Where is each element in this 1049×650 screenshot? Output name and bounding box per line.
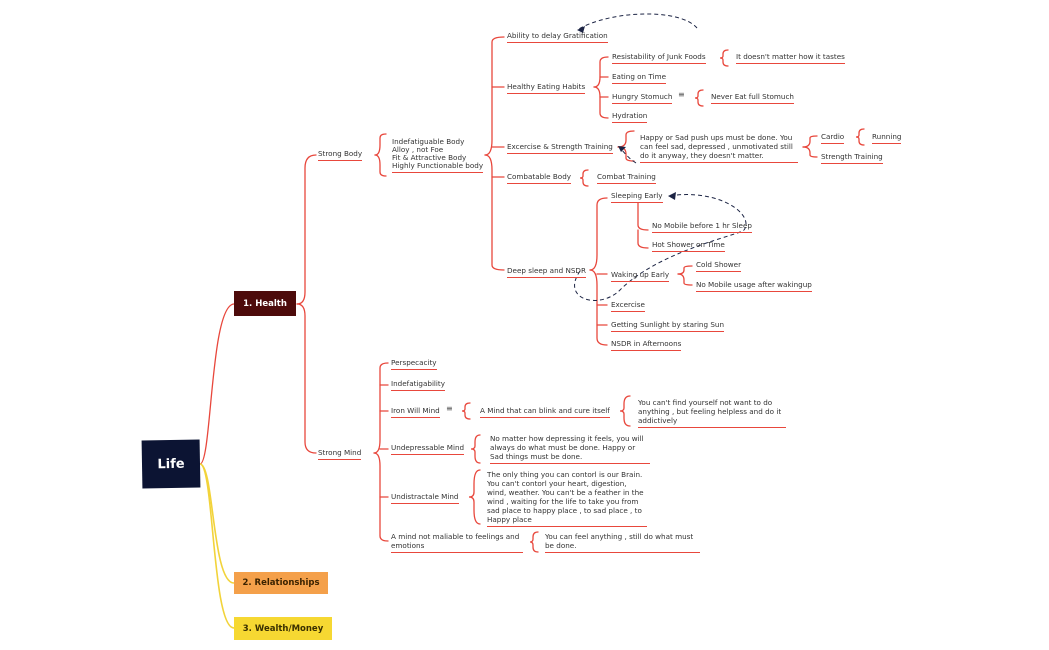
- node-maliable-note[interactable]: You can feel anything , still do what mu…: [545, 532, 700, 553]
- node-exercise-note[interactable]: Happy or Sad push ups must be done. You …: [640, 133, 798, 163]
- node-waking-early[interactable]: Waking up Early: [611, 270, 670, 282]
- node-undistractale-note[interactable]: The only thing you can contorl is our Br…: [487, 470, 647, 527]
- node-deep-sleep[interactable]: Deep sleep and NSDR: [507, 266, 586, 278]
- notes-icon[interactable]: ≡: [678, 90, 685, 99]
- notes-icon[interactable]: ≡: [446, 404, 453, 413]
- node-no-mobile-wake[interactable]: No Mobile usage after wakingup: [696, 280, 812, 292]
- node-maliable[interactable]: A mind not maliable to feelings and emot…: [391, 532, 523, 553]
- node-running[interactable]: Running: [872, 132, 902, 144]
- branch-relationships[interactable]: 2. Relationships: [234, 572, 328, 594]
- branch-relationships-label: 2. Relationships: [242, 578, 320, 588]
- node-strong-body[interactable]: Strong Body: [318, 149, 363, 161]
- node-junk-note[interactable]: It doesn't matter how it tastes: [736, 52, 845, 64]
- node-iron-will-note[interactable]: A Mind that can blink and cure itself: [480, 406, 610, 418]
- node-exercise[interactable]: Excercise & Strength Training: [507, 142, 613, 154]
- branch-health[interactable]: 1. Health: [234, 291, 296, 316]
- node-indefatigability[interactable]: Indefatigability: [391, 379, 446, 391]
- node-combat-training[interactable]: Combat Training: [597, 172, 656, 184]
- node-body-attr-2[interactable]: Alloy , not Foe: [392, 145, 444, 154]
- branch-wealth-label: 3. Wealth/Money: [242, 623, 324, 634]
- node-healthy-eating[interactable]: Healthy Eating Habits: [507, 82, 586, 94]
- node-strong-mind[interactable]: Strong Mind: [318, 448, 362, 460]
- root-node-life[interactable]: Life: [141, 439, 201, 489]
- node-junk-food[interactable]: Resistability of Junk Foods: [612, 52, 706, 64]
- node-strength-training[interactable]: Strength Training: [821, 152, 883, 164]
- node-body-attr-1[interactable]: Indefatiguable Body: [392, 137, 465, 146]
- node-undepressable-note[interactable]: No matter how depressing it feels, you w…: [490, 434, 650, 464]
- node-undepressable[interactable]: Undepressable Mind: [391, 443, 465, 455]
- node-nsdr[interactable]: NSDR in Afternoons: [611, 339, 682, 351]
- node-undistractale[interactable]: Undistractale Mind: [391, 492, 459, 504]
- node-sleep-exercise[interactable]: Excercise: [611, 300, 645, 312]
- node-sleeping-early[interactable]: Sleeping Early: [611, 191, 663, 203]
- node-cardio[interactable]: Cardio: [821, 132, 845, 144]
- node-delay-gratification[interactable]: Ability to delay Gratification: [507, 31, 608, 43]
- node-no-mobile-sleep[interactable]: No Mobile before 1 hr Sleep: [652, 221, 752, 233]
- root-label: Life: [157, 456, 185, 472]
- branch-wealth[interactable]: 3. Wealth/Money: [234, 617, 332, 640]
- node-eating-on-time[interactable]: Eating on Time: [612, 72, 666, 84]
- node-hydration[interactable]: Hydration: [612, 111, 648, 123]
- node-hungry-stomach[interactable]: Hungry Stomuch: [612, 92, 673, 104]
- node-iron-will[interactable]: Iron Will Mind: [391, 406, 440, 418]
- node-combatable-body[interactable]: Combatable Body: [507, 172, 572, 184]
- branch-health-label: 1. Health: [243, 298, 287, 309]
- node-hungry-note[interactable]: Never Eat full Stomuch: [711, 92, 794, 104]
- node-sunlight[interactable]: Getting Sunlight by staring Sun: [611, 320, 725, 332]
- node-cold-shower[interactable]: Cold Shower: [696, 260, 742, 272]
- node-iron-will-note2[interactable]: You can't find yourself not want to do a…: [638, 398, 786, 428]
- node-perspecacity[interactable]: Perspecacity: [391, 358, 437, 370]
- node-hot-shower[interactable]: Hot Shower on Time: [652, 240, 725, 252]
- node-body-attr-4[interactable]: Highly Functionable body: [392, 161, 484, 173]
- node-body-attr-3[interactable]: Fit & Attractive Body: [392, 153, 467, 162]
